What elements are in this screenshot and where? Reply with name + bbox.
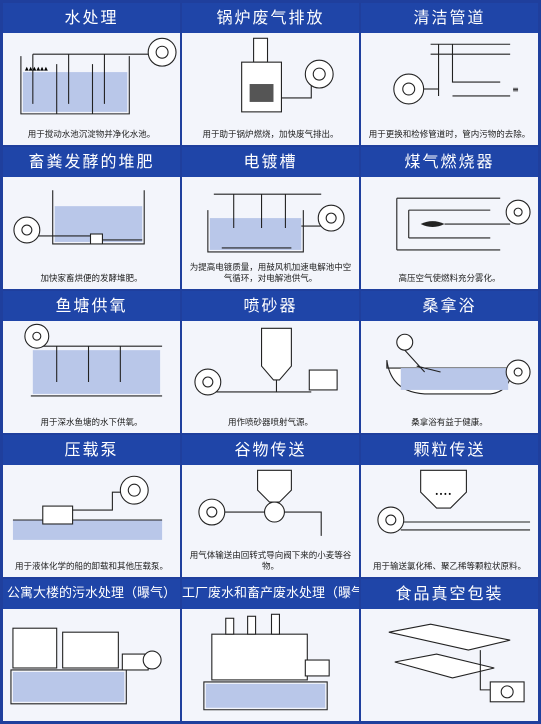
application-plating-tank: 电镀槽 为提高电镀质量，用鼓风机加速电解池中空气循环，对电解池供气。 bbox=[182, 147, 359, 289]
fish-pond-icon: 用于深水鱼塘的水下供氧。 bbox=[3, 321, 180, 433]
card-title: 电镀槽 bbox=[182, 147, 359, 177]
card-caption: 加快家畜烘便的发酵堆肥。 bbox=[40, 274, 143, 284]
apartment-sewage-icon bbox=[3, 609, 180, 721]
card-caption: 用于输送氯化稀、聚乙稀等颗粒状原料。 bbox=[372, 562, 526, 572]
pipe-cleaning-icon: ≡ 用于更换和检修管道时，管内污物的去除。 bbox=[361, 33, 538, 145]
application-vacuum-packaging: 食品真空包装 bbox=[361, 579, 538, 721]
svg-text:≡: ≡ bbox=[512, 85, 519, 94]
pellet-conveying-icon: ∙∙∙∙ 用于输送氯化稀、聚乙稀等颗粒状原料。 bbox=[361, 465, 538, 577]
card-caption: 用于更换和检修管道时，管内污物的去除。 bbox=[368, 130, 531, 140]
application-sandblaster: 喷砂器 用作喷砂器喷射气源。 bbox=[182, 291, 359, 433]
application-grain-conveying: 谷物传送 用气体输送由回转式导向阀下来的小麦等谷物。 bbox=[182, 435, 359, 577]
card-title: 煤气燃烧器 bbox=[361, 147, 538, 177]
card-caption: 高压空气使燃料充分雾化。 bbox=[398, 274, 501, 284]
application-gas-burner: 煤气燃烧器 高压空气使燃料充分雾化。 bbox=[361, 147, 538, 289]
card-caption: 用气体输送由回转式导向阀下来的小麦等谷物。 bbox=[189, 551, 352, 572]
card-caption: 用于助于锅炉燃烧，加快废气排出。 bbox=[202, 130, 339, 140]
application-fish-pond: 鱼塘供氧 用于深水鱼塘的水下供氧。 bbox=[3, 291, 180, 433]
application-compost: 畜粪发酵的堆肥 加快家畜烘便的发酵堆肥。 bbox=[3, 147, 180, 289]
compost-icon: 加快家畜烘便的发酵堆肥。 bbox=[3, 177, 180, 289]
factory-wastewater-icon bbox=[182, 609, 359, 721]
svg-text:∙∙∙∙: ∙∙∙∙ bbox=[435, 490, 452, 498]
card-title: 谷物传送 bbox=[182, 435, 359, 465]
application-factory-wastewater: 工厂废水和畜产废水处理（曝气） bbox=[182, 579, 359, 721]
application-apartment-sewage: 公寓大楼的污水处理（曝气） bbox=[3, 579, 180, 721]
card-title: 食品真空包装 bbox=[361, 579, 538, 609]
card-caption: 为提高电镀质量，用鼓风机加速电解池中空气循环，对电解池供气。 bbox=[189, 263, 352, 284]
card-caption: 桑拿浴有益于健康。 bbox=[411, 418, 488, 428]
application-sauna-bath: 桑拿浴 桑拿浴有益于健康。 bbox=[361, 291, 538, 433]
application-boiler-exhaust: 锅炉废气排放 用于助于锅炉燃烧，加快废气排出。 bbox=[182, 3, 359, 145]
svg-text:▲▲▲▲▲▲: ▲▲▲▲▲▲ bbox=[25, 66, 48, 72]
card-title: 桑拿浴 bbox=[361, 291, 538, 321]
card-caption: 用作喷砂器喷射气源。 bbox=[227, 418, 313, 428]
plating-tank-icon: 为提高电镀质量，用鼓风机加速电解池中空气循环，对电解池供气。 bbox=[182, 177, 359, 289]
boiler-exhaust-icon: 用于助于锅炉燃烧，加快废气排出。 bbox=[182, 33, 359, 145]
card-caption: 用于液体化学的船的卸载和其他压载泵。 bbox=[14, 562, 168, 572]
ballast-pump-icon: 用于液体化学的船的卸载和其他压载泵。 bbox=[3, 465, 180, 577]
sauna-bath-icon: 桑拿浴有益于健康。 bbox=[361, 321, 538, 433]
application-pipe-cleaning: 清洁管道 ≡ 用于更换和检修管道时，管内污物的去除。 bbox=[361, 3, 538, 145]
card-title: 公寓大楼的污水处理（曝气） bbox=[3, 579, 180, 609]
gas-burner-icon: 高压空气使燃料充分雾化。 bbox=[361, 177, 538, 289]
card-title: 水处理 bbox=[3, 3, 180, 33]
application-pellet-conveying: 颗粒传送 ∙∙∙∙ 用于输送氯化稀、聚乙稀等颗粒状原料。 bbox=[361, 435, 538, 577]
card-caption: 用于深水鱼塘的水下供氧。 bbox=[40, 418, 143, 428]
application-ballast-pump: 压载泵 用于液体化学的船的卸载和其他压载泵。 bbox=[3, 435, 180, 577]
card-caption: 用于搅动水池沉淀物并净化水池。 bbox=[27, 130, 156, 140]
card-title: 颗粒传送 bbox=[361, 435, 538, 465]
water-treatment-icon: ▲▲▲▲▲▲ 用于搅动水池沉淀物并净化水池。 bbox=[3, 33, 180, 145]
card-title: 鱼塘供氧 bbox=[3, 291, 180, 321]
card-title: 喷砂器 bbox=[182, 291, 359, 321]
card-title: 工厂废水和畜产废水处理（曝气） bbox=[182, 579, 359, 609]
card-title: 畜粪发酵的堆肥 bbox=[3, 147, 180, 177]
application-water-treatment: 水处理 ▲▲▲▲▲▲ 用于搅动水池沉淀物并净化水池。 bbox=[3, 3, 180, 145]
card-title: 锅炉废气排放 bbox=[182, 3, 359, 33]
grain-conveying-icon: 用气体输送由回转式导向阀下来的小麦等谷物。 bbox=[182, 465, 359, 577]
vacuum-packaging-icon bbox=[361, 609, 538, 721]
sandblaster-icon: 用作喷砂器喷射气源。 bbox=[182, 321, 359, 433]
card-title: 压载泵 bbox=[3, 435, 180, 465]
card-title: 清洁管道 bbox=[361, 3, 538, 33]
